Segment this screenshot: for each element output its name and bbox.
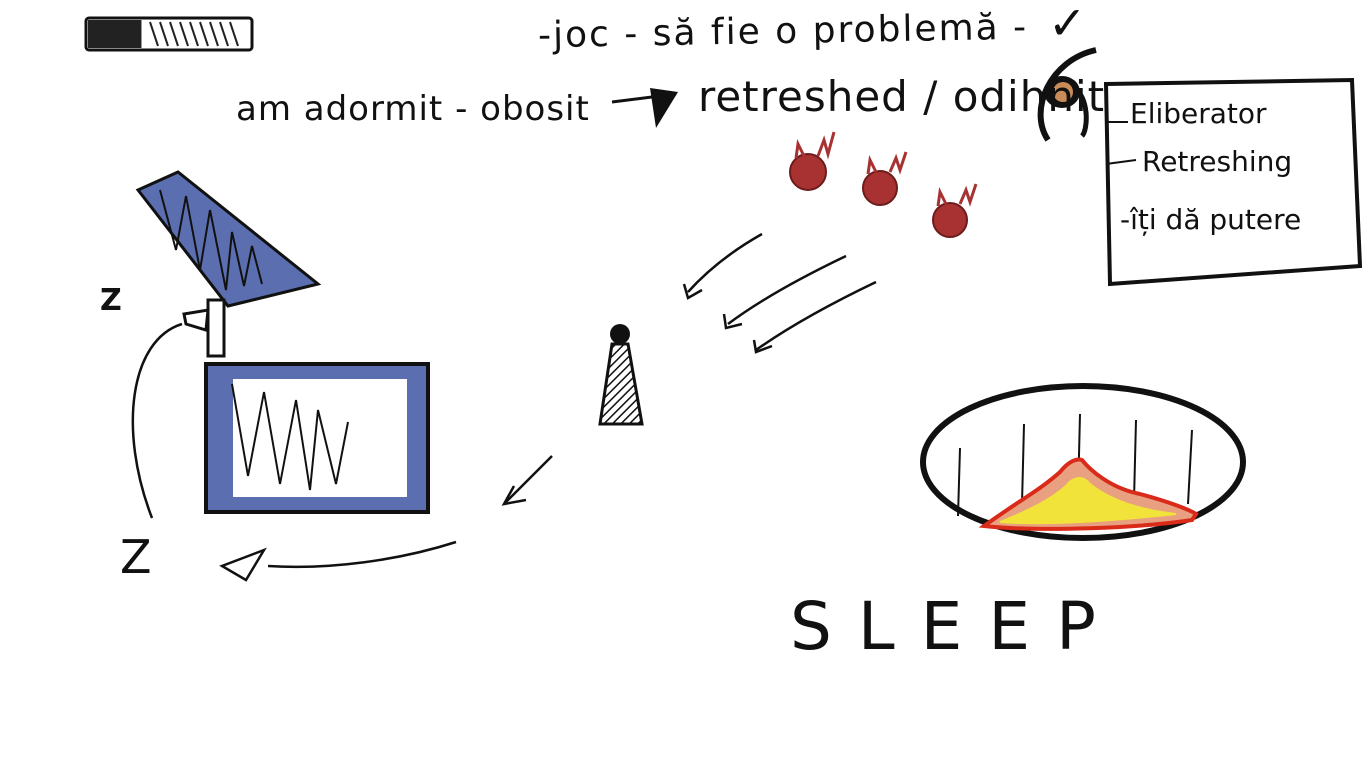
list-item: Retreshing	[1142, 145, 1293, 178]
z-letter: Z	[100, 283, 122, 318]
arrow-icon	[611, 88, 678, 128]
check-mark: ✓	[1048, 0, 1087, 50]
arrow-icon	[752, 280, 877, 354]
arrow-icon	[131, 322, 457, 582]
devil-icon	[862, 151, 908, 206]
arrow-icon	[722, 254, 847, 330]
arrow-icon	[682, 232, 763, 300]
note-top-line: -joc - să fie o problemă -	[537, 6, 1029, 57]
z-letter: Z	[120, 530, 152, 584]
list-item: -îți dă putere	[1120, 203, 1302, 236]
list-box	[1103, 77, 1363, 287]
person-icon	[598, 324, 644, 426]
arrow-icon	[501, 455, 553, 506]
note-result-line: retreshed / odihnit	[698, 72, 1106, 121]
progress-bar-icon	[84, 16, 254, 52]
devil-icon	[789, 131, 836, 191]
note-sleep-line: am adormit - obosit	[236, 89, 590, 129]
list-item: Eliberator	[1130, 97, 1267, 130]
devil-icon	[932, 183, 978, 238]
eye-icon	[1037, 47, 1097, 142]
laptop-icon	[135, 170, 430, 514]
fireplace-icon	[920, 383, 1246, 541]
sleep-title: SLEEP	[790, 588, 1122, 665]
